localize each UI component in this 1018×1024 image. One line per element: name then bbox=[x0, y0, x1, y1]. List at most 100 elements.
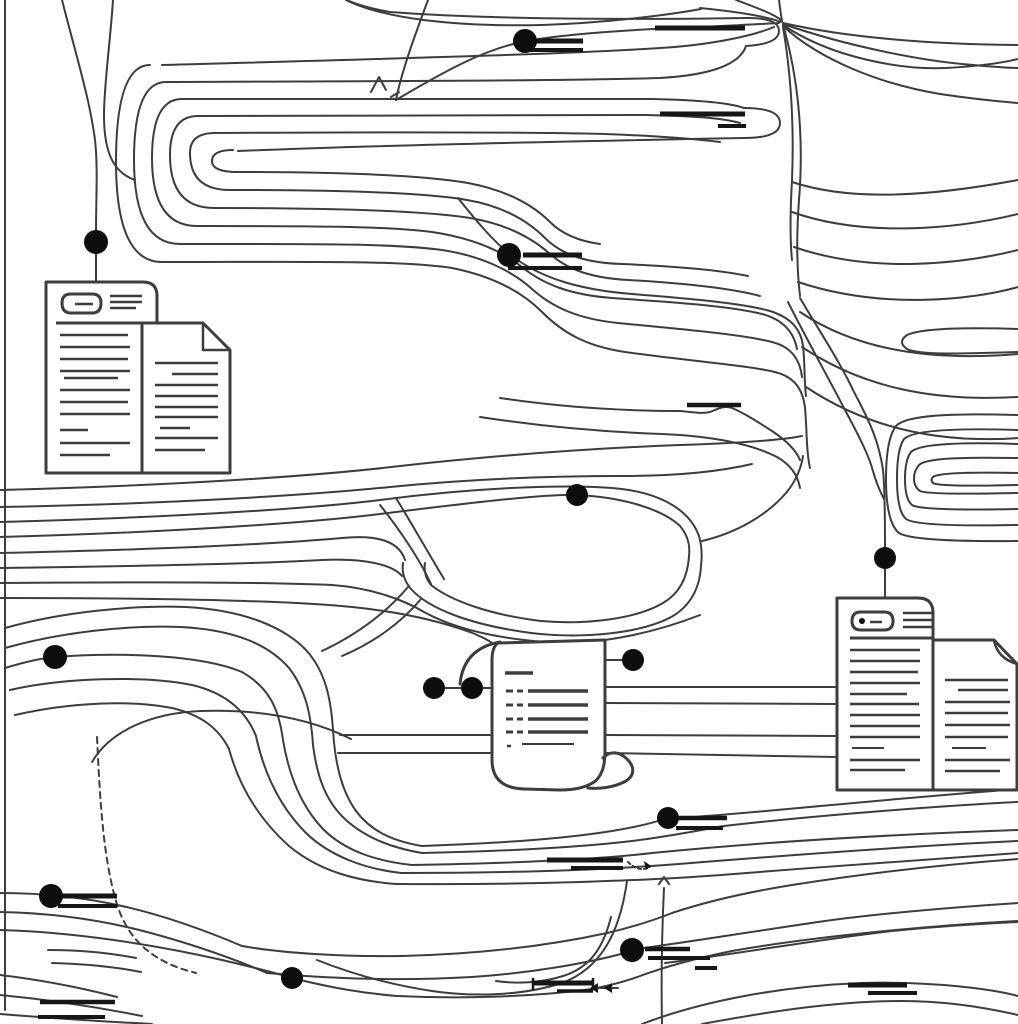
streamline bbox=[181, 97, 745, 109]
streamline bbox=[96, 736, 197, 974]
streamline bbox=[782, 23, 1018, 69]
streamline bbox=[51, 962, 142, 973]
streamline bbox=[115, 64, 163, 263]
streamline bbox=[743, 107, 781, 139]
streamline bbox=[282, 739, 413, 866]
streamline bbox=[14, 702, 230, 750]
streamline bbox=[0, 493, 691, 557]
streamline bbox=[793, 246, 1018, 265]
streamline bbox=[165, 45, 747, 83]
streamline bbox=[530, 565, 702, 637]
streamline bbox=[395, 0, 429, 101]
arrow-glyph bbox=[644, 861, 651, 870]
streamline bbox=[801, 346, 1018, 399]
wire bbox=[799, 297, 886, 548]
streamline bbox=[0, 463, 753, 508]
streamline bbox=[421, 801, 1018, 854]
streamline bbox=[604, 614, 701, 641]
streamline bbox=[778, 0, 783, 22]
streamline bbox=[641, 981, 1018, 1024]
marker-dot bbox=[84, 230, 108, 254]
streamline bbox=[345, 0, 702, 27]
arrow-glyph bbox=[370, 76, 387, 93]
streamline bbox=[0, 994, 143, 1017]
streamline bbox=[885, 413, 1018, 543]
streamline bbox=[499, 397, 801, 461]
streamline bbox=[214, 131, 721, 143]
streamline bbox=[237, 137, 745, 152]
streamline bbox=[782, 25, 1018, 104]
document-header-pill bbox=[60, 292, 103, 315]
streamline bbox=[0, 485, 703, 567]
streamline bbox=[0, 892, 243, 947]
streamline bbox=[782, 26, 794, 261]
streamline bbox=[241, 858, 1018, 958]
streamline bbox=[701, 1000, 1018, 1024]
streamline bbox=[316, 880, 628, 996]
streamline bbox=[395, 497, 445, 580]
streamline bbox=[321, 586, 409, 652]
marker-dot bbox=[39, 884, 63, 908]
document-page bbox=[931, 638, 1018, 792]
streamline bbox=[604, 752, 838, 758]
streamline bbox=[346, 0, 749, 20]
marker-dot bbox=[874, 547, 896, 569]
marker-dot bbox=[43, 645, 67, 669]
streamline bbox=[745, 17, 780, 47]
streamline bbox=[0, 536, 406, 561]
arrow-glyph bbox=[604, 983, 612, 993]
streamline bbox=[701, 455, 804, 542]
streamline bbox=[896, 428, 1018, 527]
streamline bbox=[930, 471, 1018, 487]
streamline bbox=[237, 171, 601, 245]
streamline bbox=[4, 625, 314, 746]
marker-dot bbox=[622, 649, 644, 671]
streamline bbox=[457, 197, 807, 397]
streamline bbox=[782, 24, 1018, 70]
streamline bbox=[0, 911, 268, 974]
streamline bbox=[0, 974, 118, 998]
streamline bbox=[421, 817, 668, 847]
streamline bbox=[411, 829, 1018, 866]
streamline bbox=[791, 211, 1018, 230]
streamline bbox=[379, 504, 432, 585]
marker-dot bbox=[497, 243, 521, 267]
streamline bbox=[643, 902, 1018, 949]
streamline bbox=[197, 113, 741, 124]
marker-dot bbox=[513, 29, 537, 53]
streamline bbox=[161, 260, 811, 469]
document-fold-corner bbox=[201, 321, 232, 352]
streamline bbox=[213, 207, 761, 297]
streamline bbox=[9, 677, 257, 737]
streamline bbox=[0, 581, 563, 644]
streamline bbox=[91, 709, 352, 763]
streamline bbox=[791, 179, 1018, 196]
streamline bbox=[103, 0, 136, 181]
streamline bbox=[133, 81, 181, 245]
streamline bbox=[660, 887, 665, 1024]
streamline bbox=[0, 929, 398, 997]
streamline bbox=[4, 653, 284, 741]
marker-dot bbox=[423, 677, 445, 699]
streamline bbox=[805, 386, 1018, 441]
streamline bbox=[400, 840, 1018, 874]
document-header-pill bbox=[850, 610, 895, 632]
document-page bbox=[140, 321, 232, 475]
streamline bbox=[664, 921, 1018, 964]
streamline bbox=[0, 435, 803, 491]
streamline bbox=[799, 311, 1018, 358]
receipt-top-flap bbox=[458, 640, 502, 686]
arrow-glyph bbox=[658, 876, 670, 885]
streamline bbox=[341, 598, 422, 657]
streamline bbox=[401, 562, 532, 634]
streamline bbox=[678, 788, 1018, 819]
streamline bbox=[901, 327, 1018, 355]
streamline bbox=[787, 301, 885, 500]
streamline bbox=[196, 225, 798, 350]
streamline bbox=[604, 702, 838, 705]
streamline bbox=[479, 416, 801, 489]
streamline bbox=[395, 22, 780, 101]
marker-dot bbox=[566, 484, 588, 506]
streamline bbox=[604, 734, 838, 737]
